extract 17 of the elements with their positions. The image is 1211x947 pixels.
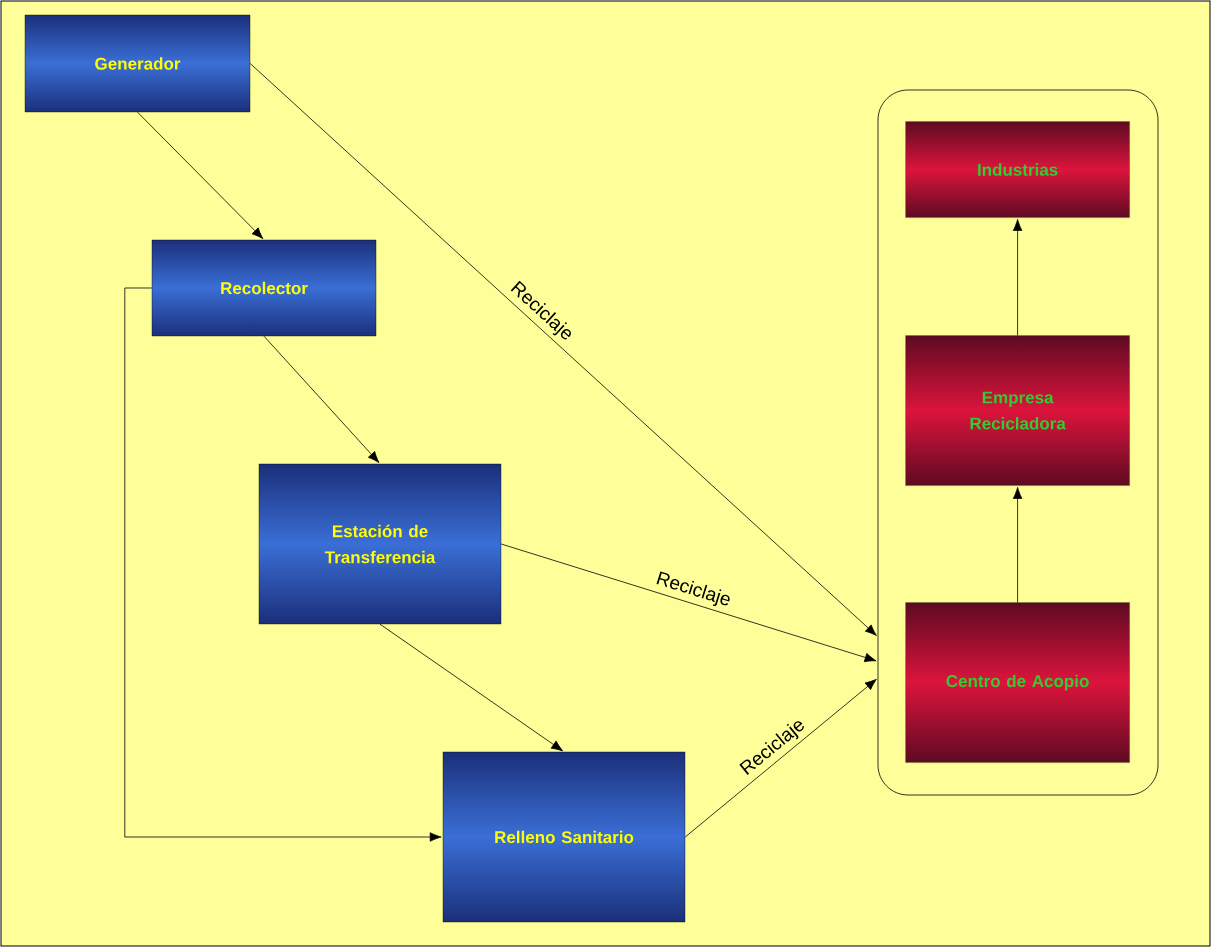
arrow bbox=[124, 287, 442, 842]
process-box: Centro de Acopio bbox=[905, 602, 1130, 763]
arrow bbox=[379, 623, 564, 752]
process-box: Empresa Recicladora bbox=[905, 335, 1130, 486]
arrow bbox=[137, 111, 264, 240]
arrow bbox=[1012, 487, 1023, 603]
arrow bbox=[1012, 219, 1023, 336]
process-box: Recolector bbox=[151, 239, 377, 337]
process-box: Relleno Sanitario bbox=[442, 751, 686, 923]
arrow bbox=[684, 678, 877, 838]
arrow bbox=[263, 335, 380, 463]
process-box: Generador bbox=[24, 14, 251, 113]
process-box: Industrias bbox=[905, 121, 1130, 218]
arrow bbox=[500, 543, 877, 663]
process-box: Estación de Transferencia bbox=[258, 463, 502, 625]
arrow bbox=[249, 63, 877, 636]
group-frame bbox=[877, 89, 1159, 796]
